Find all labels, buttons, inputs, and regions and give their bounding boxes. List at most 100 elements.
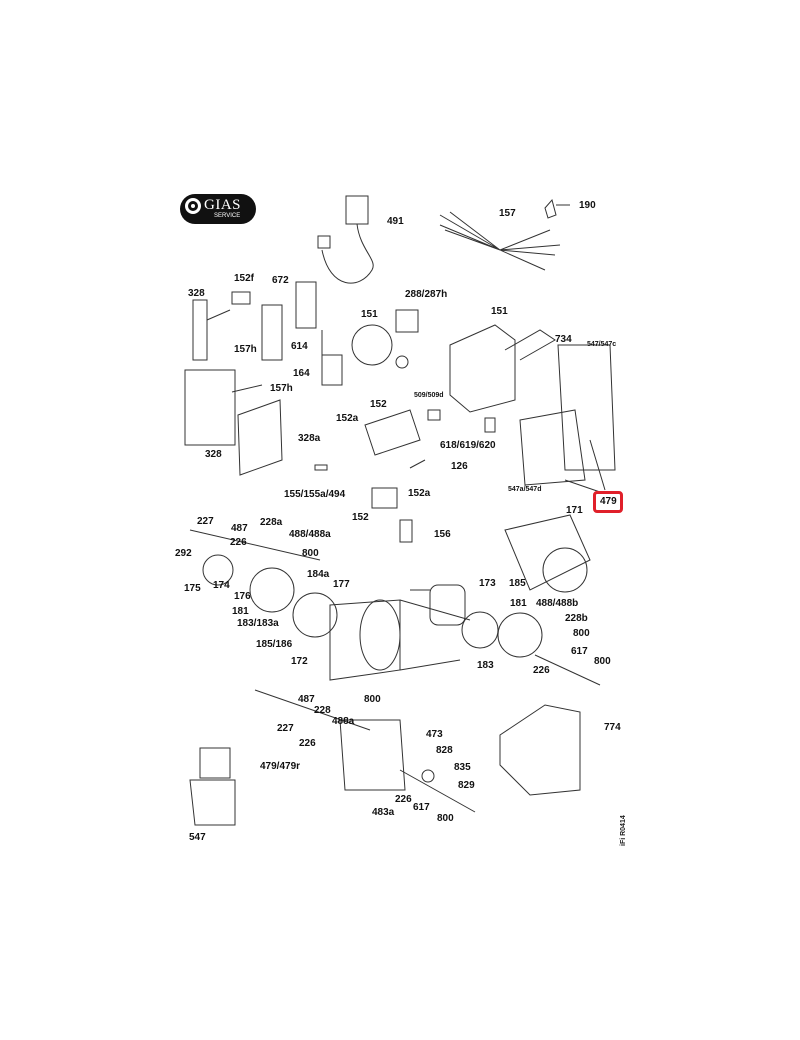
part-label[interactable]: 488a [332,716,355,727]
part-label[interactable]: 487 [298,694,315,705]
part-label[interactable]: 185/186 [256,639,293,650]
part-label[interactable]: 173 [479,578,496,589]
gias-service-logo: GIAS SERVICE [180,194,256,224]
switch-152f [231,291,251,305]
part-label[interactable]: 734 [555,334,572,345]
part-label[interactable]: 183/183a [237,618,279,629]
capacitor-156 [399,519,413,543]
pcb-547 [519,344,616,493]
drawing-reference-code: iFi R0414 [620,815,627,846]
part-label[interactable]: 491 [387,216,404,227]
connector-152a [371,487,398,509]
part-label[interactable]: 181 [232,606,249,617]
part-label[interactable]: 175 [184,583,201,594]
logo-brand: GIAS [204,197,242,213]
part-label[interactable]: 800 [594,656,611,667]
part-label[interactable]: 126 [451,461,468,472]
part-label[interactable]: 172 [291,656,308,667]
part-label[interactable]: 547 [189,832,206,843]
part-label[interactable]: 672 [272,275,289,286]
part-label[interactable]: 156 [434,529,451,540]
part-label[interactable]: 547/547c [587,341,617,348]
part-label[interactable]: 151 [361,309,378,320]
wiring-harness-part [439,211,561,271]
part-label[interactable]: 829 [458,780,475,791]
parts-509-618 [409,409,496,469]
rotor-173 [410,584,466,626]
part-label[interactable]: 226 [533,665,550,676]
bracket-part [544,198,570,219]
part-label[interactable]: 157h [234,344,257,355]
pcb-328 [184,299,263,446]
part-label[interactable]: 509/509d [414,392,444,399]
part-label[interactable]: 152a [336,413,359,424]
part-label[interactable]: 227 [197,516,214,527]
part-label[interactable]: 488/488a [289,529,331,540]
part-label[interactable]: 152 [352,512,369,523]
part-label[interactable]: 152a [408,488,431,499]
part-label[interactable]: 155/155a/494 [284,489,346,500]
part-label[interactable]: 164 [293,368,310,379]
part-label[interactable]: 328a [298,433,321,444]
part-label[interactable]: 152 [370,399,387,410]
part-label[interactable]: 487 [231,523,248,534]
part-label[interactable]: 617 [413,802,430,813]
part-label[interactable]: 547a/547d [508,486,542,493]
part-label[interactable]: 157h [270,383,293,394]
capacitor-164 [321,330,343,386]
part-label[interactable]: 174 [213,580,230,591]
part-label[interactable]: 774 [604,722,621,733]
part-label[interactable]: 226 [299,738,316,749]
pcb-328a [237,399,283,476]
part-label[interactable]: 292 [175,548,192,559]
stator-172 [329,599,471,681]
part-label[interactable]: 152f [234,273,255,284]
part-label[interactable]: 151 [491,306,508,317]
timer-151-small [351,324,393,366]
part-label[interactable]: 184a [307,569,330,580]
part-label[interactable]: 288/287h [405,289,448,300]
logo-circle-icon [185,198,201,214]
cover-774 [499,704,581,796]
part-label[interactable]: 483a [372,807,395,818]
part-label[interactable]: 328 [205,449,222,460]
part-label[interactable]: 479/479r [260,761,301,772]
part-label[interactable]: 171 [566,505,583,516]
part-label[interactable]: 228b [565,613,588,624]
part-label[interactable]: 228a [260,517,283,528]
part-label[interactable]: 618/619/620 [440,440,496,451]
part-label[interactable]: 328 [188,288,205,299]
part-label[interactable]: 181 [510,598,527,609]
part-label[interactable]: 617 [571,646,588,657]
part-label[interactable]: 226 [395,794,412,805]
part-label[interactable]: 800 [364,694,381,705]
part-label[interactable]: 828 [436,745,453,756]
part-label[interactable]: 190 [579,200,596,211]
highlighted-part-label[interactable]: 479 [600,496,617,507]
part-label[interactable]: 185 [509,578,526,589]
power-cord-part [317,195,374,284]
part-label[interactable]: 226 [230,537,247,548]
part-label[interactable]: 488/488b [536,598,579,609]
parts-614-672 [261,281,317,361]
part-label[interactable]: 157 [499,208,516,219]
part-label[interactable]: 800 [437,813,454,824]
end-shield-left [189,529,338,638]
part-label[interactable]: 614 [291,341,308,352]
timer-151-large [449,324,556,413]
part-label[interactable]: 473 [426,729,443,740]
logo-subtitle: SERVICE [214,213,241,219]
motor-473 [254,689,476,813]
thermostat-288 [395,309,419,369]
small-part-155 [314,464,328,471]
part-label[interactable]: 183 [477,660,494,671]
part-label[interactable]: 176 [234,591,251,602]
part-label[interactable]: 835 [454,762,471,773]
highlighted-part-box[interactable] [593,491,623,513]
part-label[interactable]: 800 [573,628,590,639]
part-label[interactable]: 800 [302,548,319,559]
part-label[interactable]: 177 [333,579,350,590]
part-label[interactable]: 227 [277,723,294,734]
part-label[interactable]: 228 [314,705,331,716]
